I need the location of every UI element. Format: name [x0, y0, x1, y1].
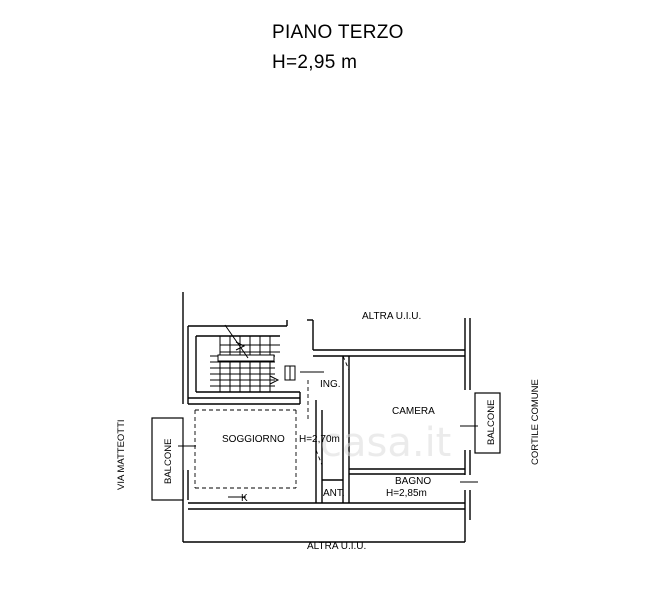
- label-bagno: BAGNO: [395, 476, 431, 487]
- walls: [182, 292, 471, 543]
- label-k: K: [241, 493, 248, 504]
- balcone-right: [474, 392, 501, 454]
- label-soggiorno: SOGGIORNO: [222, 434, 285, 445]
- balcone-left: [151, 417, 184, 501]
- label-camera: CAMERA: [392, 406, 435, 417]
- label-balcone-left: BALCONE: [163, 439, 174, 484]
- label-altra-bottom: ALTRA U.I.U.: [307, 541, 366, 552]
- stairs: [210, 324, 280, 392]
- entrance-symbol: [284, 365, 324, 381]
- label-ant: ANT.: [323, 488, 345, 499]
- label-soggiorno-height: H=2,70m: [299, 434, 340, 445]
- label-bagno-height: H=2,85m: [386, 488, 427, 499]
- label-via-matteotti: VIA MATTEOTTI: [116, 419, 127, 490]
- label-ingresso: ING.: [320, 379, 341, 390]
- label-altra-top: ALTRA U.I.U.: [362, 311, 421, 322]
- window-marks: [178, 425, 478, 498]
- floor-height: H=2,95 m: [272, 52, 358, 73]
- watermark: casa.it: [320, 420, 451, 466]
- floor-title: PIANO TERZO: [272, 22, 404, 43]
- label-cortile-comune: CORTILE COMUNE: [530, 379, 541, 465]
- dashed-lines: [194, 355, 350, 489]
- label-balcone-right: BALCONE: [486, 400, 497, 445]
